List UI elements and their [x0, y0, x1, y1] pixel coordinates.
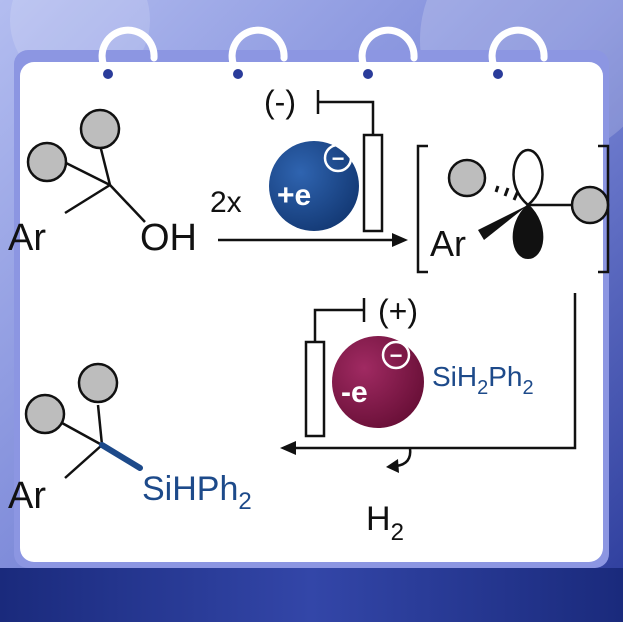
ring-icon [488, 26, 548, 70]
bond [98, 144, 112, 186]
anode-electrode [304, 298, 366, 438]
bracket-left [416, 144, 428, 274]
bold-c-si-bond [99, 442, 143, 471]
substituent-sphere [24, 393, 66, 435]
substituent-sphere [79, 108, 121, 150]
electrode-wire [318, 100, 375, 135]
bond [64, 183, 111, 215]
notebook-rings [98, 26, 548, 70]
electron-charge-sign: − [390, 343, 403, 368]
arrowhead-2 [280, 441, 296, 455]
ring-icon [228, 26, 288, 70]
electron-charge-sign: − [332, 146, 345, 171]
reactant-alcohol [64, 144, 146, 223]
intermediate-ar-label: Ar [430, 223, 466, 264]
electron-charge-icon [323, 143, 353, 173]
ring-icon [358, 26, 418, 70]
ring-hole [493, 69, 503, 79]
bond [96, 404, 104, 446]
arrowhead-1 [392, 233, 408, 247]
byproduct-arrow [395, 447, 412, 468]
ring-hole [103, 69, 113, 79]
anode-sign: (+) [378, 293, 418, 329]
electron-remove-label: -e [341, 376, 368, 409]
byproduct-arrowhead [386, 459, 399, 473]
bond [64, 444, 103, 479]
substituent-sphere [26, 141, 68, 183]
product-silyl-label: SiHPh2 [142, 470, 252, 515]
p-orbital-lower-lobe [512, 203, 544, 260]
ring-hole [233, 69, 243, 79]
cathode-sign: (-) [264, 84, 296, 120]
electrode-wire [313, 308, 364, 342]
cathode-electrode [316, 90, 384, 233]
electron-charge-icon [381, 340, 411, 370]
bond [109, 184, 146, 223]
ring-holes [103, 69, 503, 79]
return-arrow-path [296, 293, 577, 450]
reactant-oh-label: OH [140, 217, 197, 259]
silane-reagent: SiH2Ph2 [432, 361, 534, 399]
bottom-band [0, 568, 623, 622]
reactant-ar-label: Ar [8, 217, 46, 259]
multiplier-label: 2x [210, 186, 242, 219]
product-ar-label: Ar [8, 475, 46, 517]
ring-icon [98, 26, 158, 70]
substituent-sphere [447, 158, 487, 198]
wedge-bond [478, 205, 528, 240]
p-orbital-upper-lobe [512, 148, 544, 207]
electron-remove-sphere [332, 336, 424, 428]
product-silane [61, 404, 104, 479]
ring-hole [363, 69, 373, 79]
bond [65, 161, 111, 187]
hydrogen-byproduct: H2 [366, 500, 404, 546]
electron-add-label: +e [277, 179, 311, 212]
substituent-sphere [77, 362, 119, 404]
bond [61, 421, 103, 447]
substituent-sphere [570, 185, 610, 225]
electron-add-sphere [269, 141, 359, 231]
